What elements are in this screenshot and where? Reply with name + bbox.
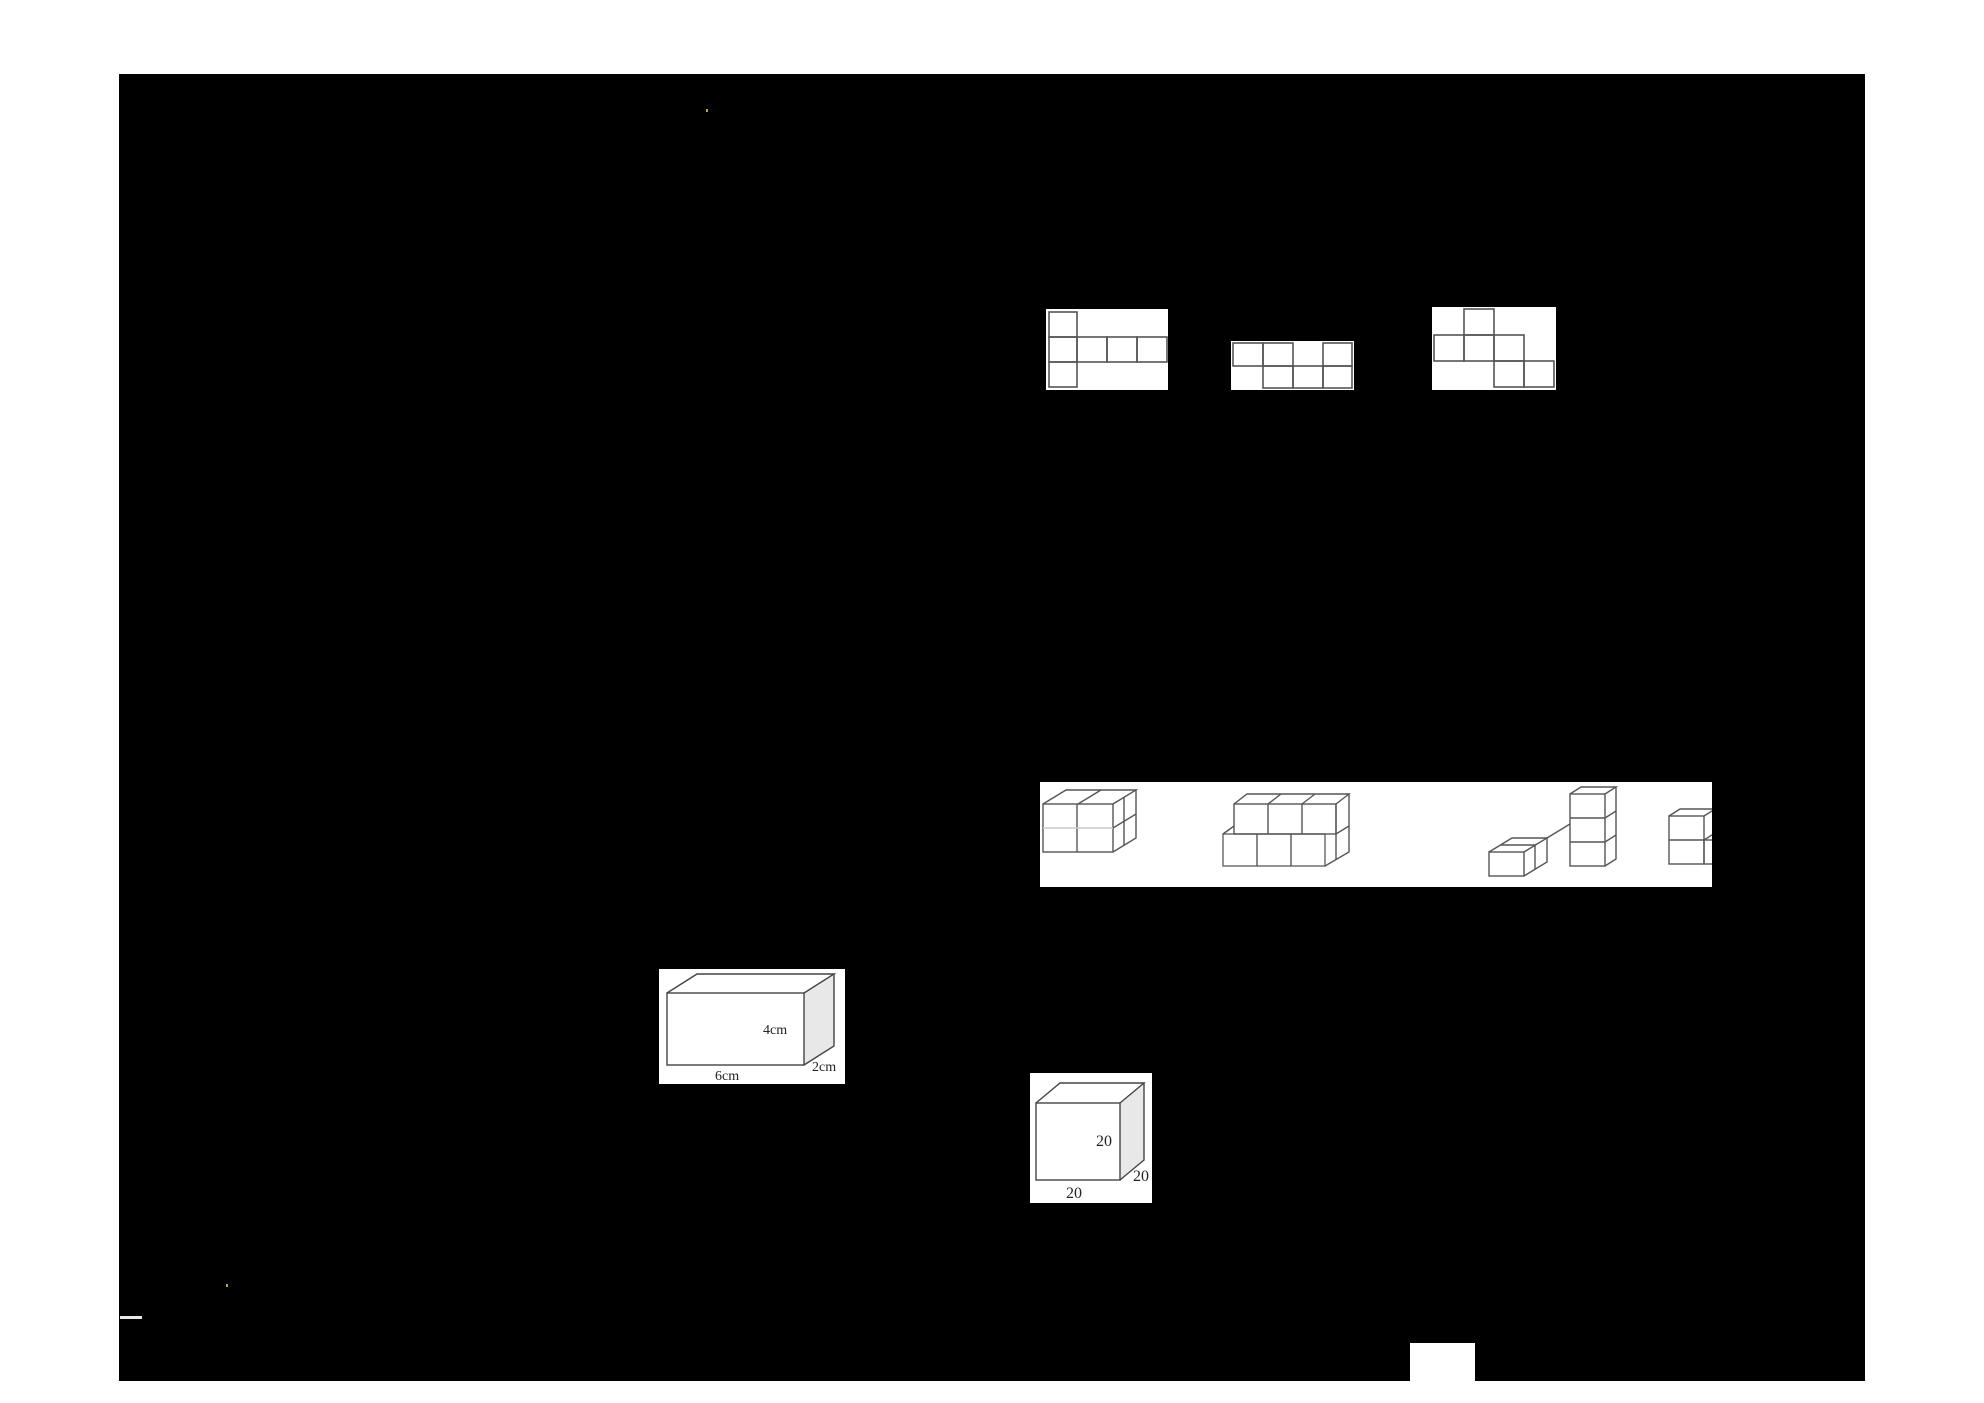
cuboid-width-label: 2cm <box>812 1060 837 1075</box>
page-number-box <box>1410 1343 1475 1381</box>
cuboid-figure: 4cm 2cm 6cm <box>659 969 845 1084</box>
cube-solids-figure <box>1040 782 1712 887</box>
speck-mark <box>226 1284 228 1287</box>
cube-length-label: 20 <box>1066 1185 1082 1202</box>
cube-width-label: 20 <box>1133 1168 1149 1185</box>
cube-height-label: 20 <box>1096 1133 1112 1150</box>
scanned-page <box>119 74 1865 1381</box>
cube-net-figure-2 <box>1231 341 1354 390</box>
cube-net-figure-3 <box>1432 307 1556 390</box>
cube-net-figure-1 <box>1046 309 1168 390</box>
cube-figure: 20 20 20 <box>1030 1073 1152 1203</box>
speck-mark <box>706 109 708 112</box>
footer-mark <box>120 1316 142 1319</box>
cuboid-length-label: 6cm <box>715 1069 740 1084</box>
cuboid-height-label: 4cm <box>763 1023 788 1038</box>
